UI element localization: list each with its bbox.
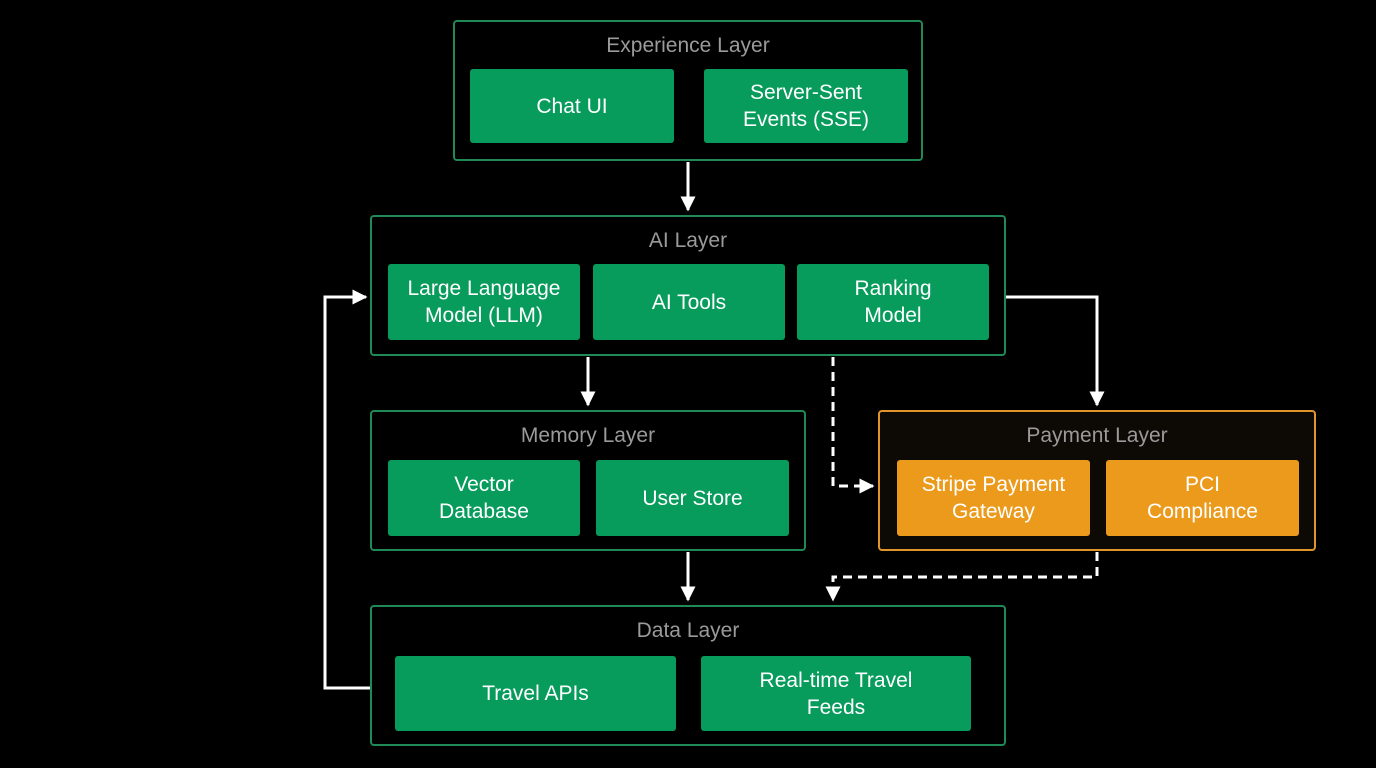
pci-compliance-node: PCI Compliance — [1106, 460, 1299, 536]
payment-layer-title: Payment Layer — [1026, 424, 1168, 447]
arrow-payment-to-data-dashed — [825, 552, 1099, 602]
sse-node: Server-Sent Events (SSE) — [704, 69, 908, 143]
data-layer-title: Data Layer — [636, 619, 740, 642]
arrow-ranking-to-payment — [1006, 295, 1105, 407]
ranking-model-node: Ranking Model — [797, 264, 989, 340]
vector-database-node: Vector Database — [388, 460, 580, 536]
ai-tools-node: AI Tools — [593, 264, 785, 340]
ai-layer: AI Layer Large Language Model (LLM) AI T… — [370, 215, 1006, 356]
data-layer: Data Layer Travel APIs Real-time Travel … — [370, 605, 1006, 746]
realtime-feeds-node: Real-time Travel Feeds — [701, 656, 971, 731]
experience-layer-title: Experience Layer — [606, 34, 770, 57]
travel-apis-node: Travel APIs — [395, 656, 676, 731]
arrow-ai-to-payment-dashed — [831, 357, 875, 494]
payment-layer: Payment Layer Stripe Payment Gateway PCI… — [878, 410, 1316, 551]
arrow-data-to-ai-feedback — [323, 289, 370, 690]
user-store-node: User Store — [596, 460, 789, 536]
memory-layer: Memory Layer Vector Database User Store — [370, 410, 806, 551]
experience-layer: Experience Layer Chat UI Server-Sent Eve… — [453, 20, 923, 161]
memory-layer-title: Memory Layer — [520, 424, 656, 447]
chat-ui-node: Chat UI — [470, 69, 674, 143]
stripe-gateway-node: Stripe Payment Gateway — [897, 460, 1090, 536]
llm-node: Large Language Model (LLM) — [388, 264, 580, 340]
ai-layer-title: AI Layer — [648, 229, 728, 252]
